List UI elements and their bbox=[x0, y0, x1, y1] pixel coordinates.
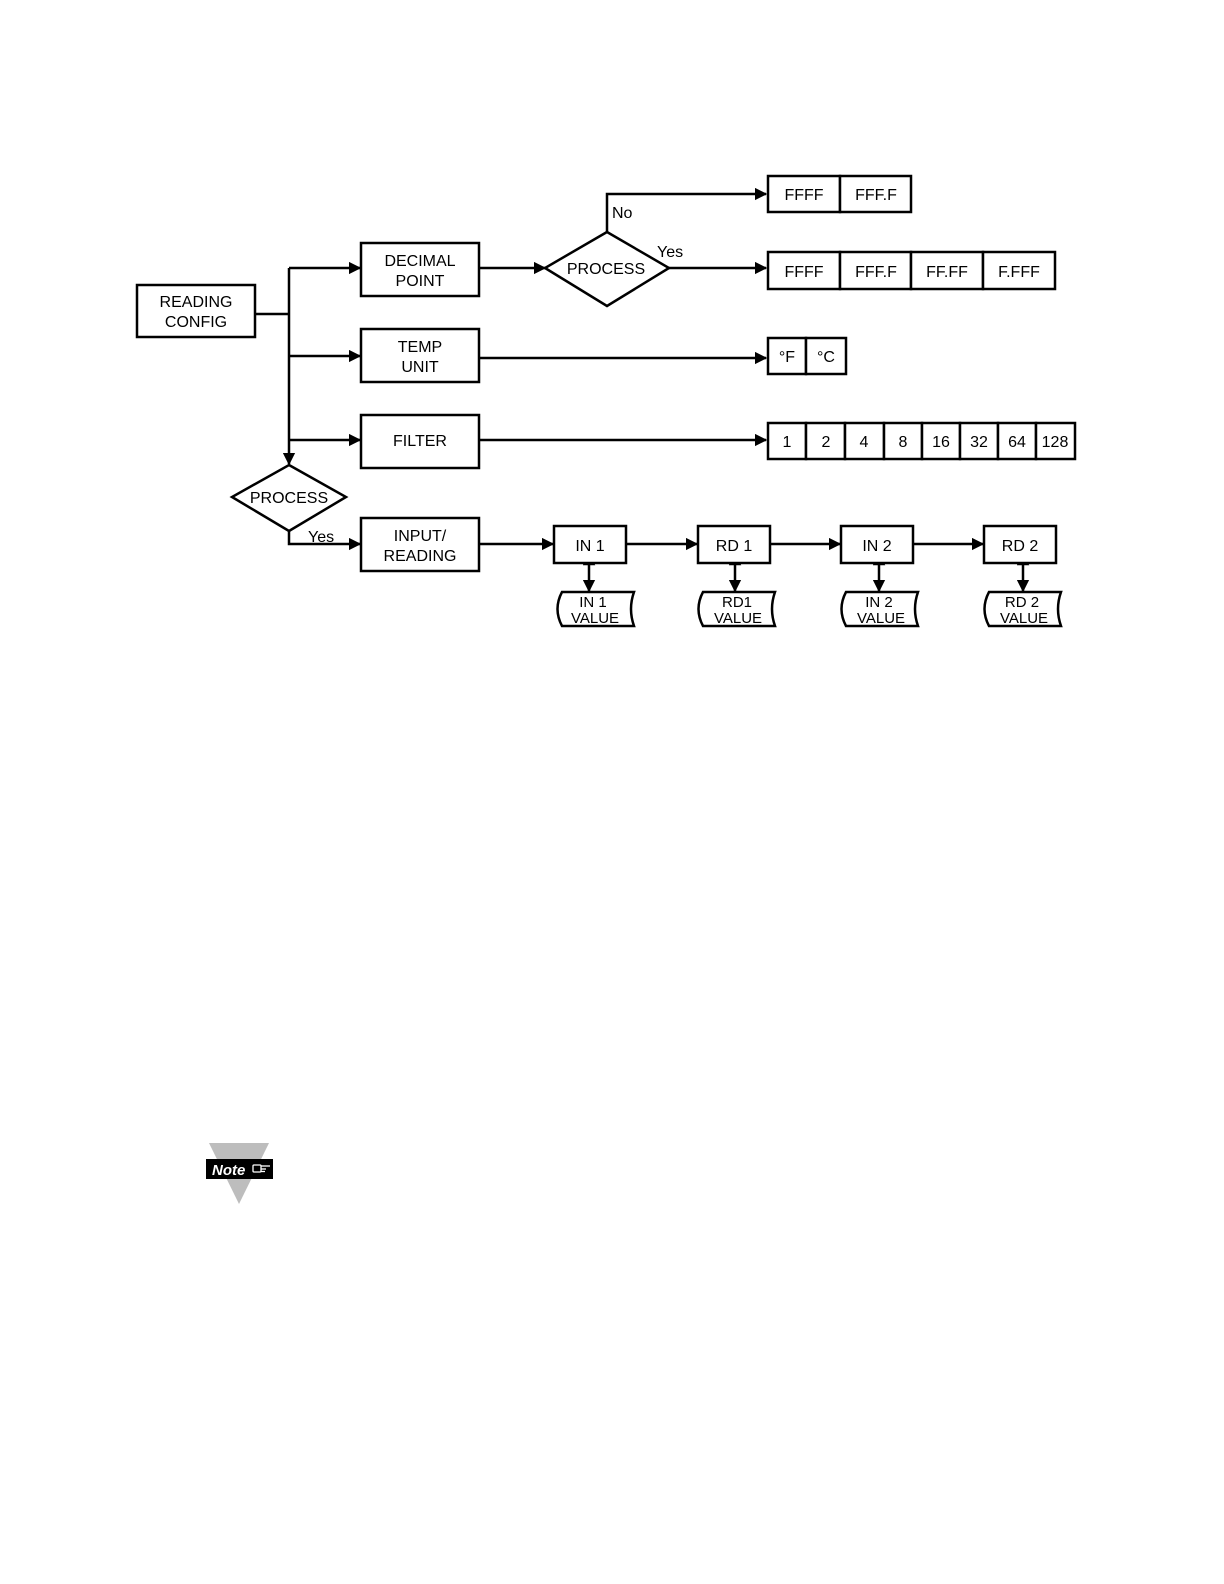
filter-option: 2 bbox=[822, 434, 831, 451]
reading-config-label-1: READING bbox=[160, 294, 233, 311]
value-display-label-1: IN 1 bbox=[579, 594, 607, 611]
temp-unit-box: TEMP UNIT bbox=[361, 329, 479, 382]
dp-yes-option: FFFF bbox=[784, 264, 823, 281]
temp-unit-label-1: TEMP bbox=[398, 339, 442, 356]
filter-options: 1 2 4 8 16 32 64 128 bbox=[768, 423, 1075, 459]
chain-step-label: IN 2 bbox=[862, 538, 891, 555]
filter-label: FILTER bbox=[393, 433, 447, 450]
temp-unit-label-2: UNIT bbox=[401, 359, 439, 376]
value-display-label-1: IN 2 bbox=[865, 594, 893, 611]
reading-config-label-2: CONFIG bbox=[165, 314, 227, 331]
chain-step-label: RD 1 bbox=[716, 538, 753, 555]
value-display-label-2: VALUE bbox=[857, 610, 905, 627]
process-left-label: PROCESS bbox=[250, 490, 328, 507]
filter-option: 8 bbox=[899, 434, 908, 451]
yes-left-label: Yes bbox=[308, 529, 334, 546]
note-label: Note bbox=[212, 1162, 245, 1179]
reading-config-box: READING CONFIG bbox=[137, 285, 255, 337]
filter-option: 1 bbox=[783, 434, 792, 451]
input-reading-label-1: INPUT/ bbox=[394, 528, 447, 545]
yes-top-label: Yes bbox=[657, 244, 683, 261]
filter-option: 64 bbox=[1008, 434, 1026, 451]
temp-option: °C bbox=[817, 349, 835, 366]
dp-no-option: FFFF bbox=[784, 187, 823, 204]
temp-unit-options: °F °C bbox=[768, 338, 846, 374]
process-decision-left: PROCESS bbox=[232, 465, 346, 531]
filter-option: 128 bbox=[1042, 434, 1069, 451]
value-display-label-1: RD1 bbox=[722, 594, 752, 611]
process-top-label: PROCESS bbox=[567, 261, 645, 278]
filter-option: 16 bbox=[932, 434, 950, 451]
dp-no-option: FFF.F bbox=[855, 187, 897, 204]
filter-option: 32 bbox=[970, 434, 988, 451]
decimal-point-label-1: DECIMAL bbox=[384, 253, 455, 270]
dp-yes-option: FFF.F bbox=[855, 264, 897, 281]
dp-yes-options: FFFF FFF.F FF.FF F.FFF bbox=[768, 252, 1055, 289]
filter-box: FILTER bbox=[361, 415, 479, 468]
dp-no-options: FFFF FFF.F bbox=[768, 176, 911, 212]
decimal-point-label-2: POINT bbox=[396, 273, 445, 290]
decimal-point-box: DECIMAL POINT bbox=[361, 243, 479, 296]
dp-yes-option: F.FFF bbox=[998, 264, 1040, 281]
value-displays: IN 1 VALUE RD1 VALUE IN 2 VALUE RD 2 VAL… bbox=[558, 592, 1062, 627]
value-display-label-2: VALUE bbox=[571, 610, 619, 627]
no-label: No bbox=[612, 205, 633, 222]
value-display-label-1: RD 2 bbox=[1005, 594, 1039, 611]
chain-step-label: RD 2 bbox=[1002, 538, 1039, 555]
input-reading-label-2: READING bbox=[384, 548, 457, 565]
dp-yes-option: FF.FF bbox=[926, 264, 968, 281]
chain-step-label: IN 1 bbox=[575, 538, 604, 555]
process-decision-top: PROCESS bbox=[545, 232, 669, 306]
temp-option: °F bbox=[779, 349, 795, 366]
note-badge: Note bbox=[206, 1143, 273, 1204]
value-display-label-2: VALUE bbox=[1000, 610, 1048, 627]
filter-option: 4 bbox=[860, 434, 869, 451]
value-display-label-2: VALUE bbox=[714, 610, 762, 627]
input-reading-box: INPUT/ READING bbox=[361, 518, 479, 571]
